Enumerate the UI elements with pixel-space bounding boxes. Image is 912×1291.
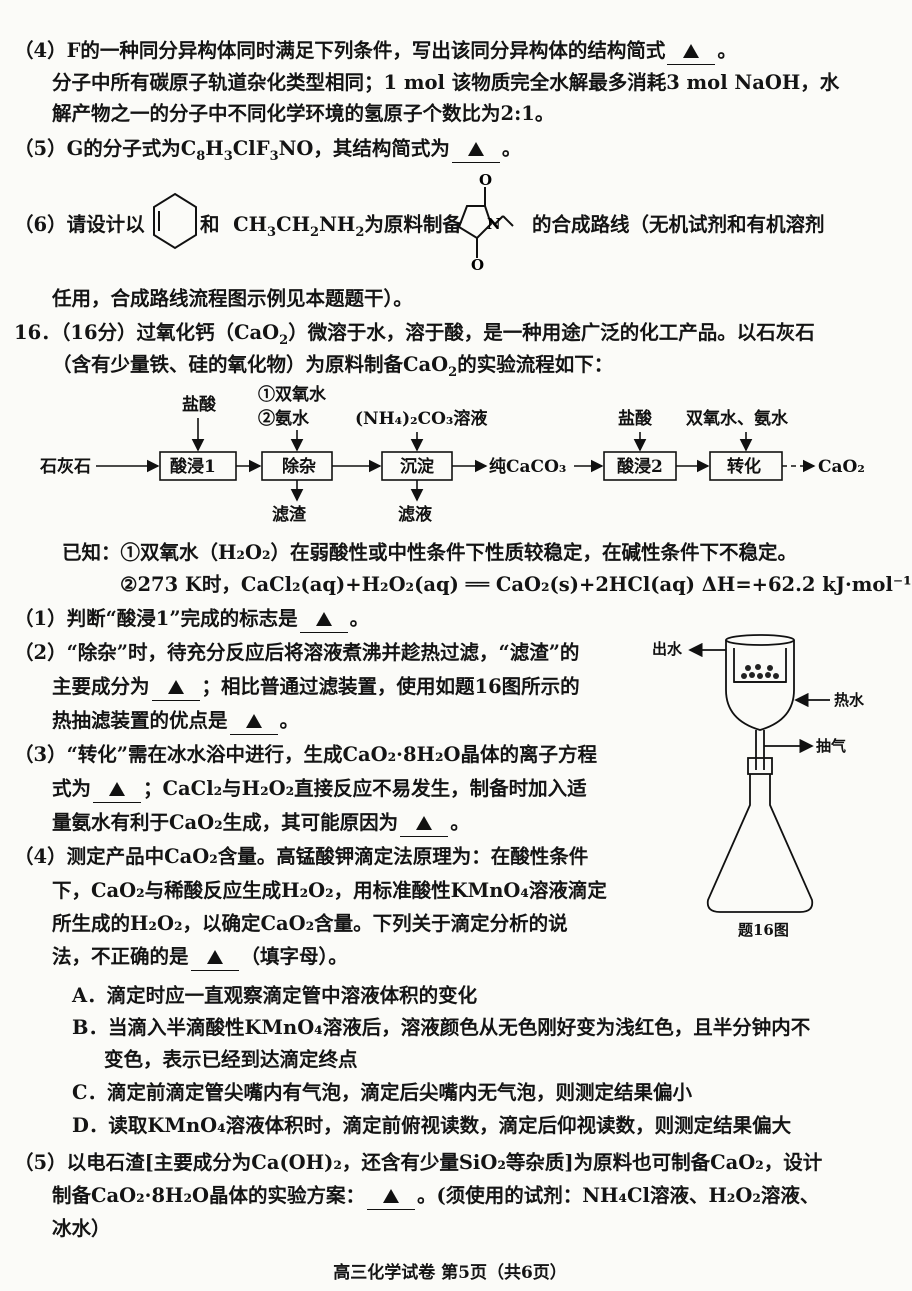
answer-blank-icon xyxy=(383,1189,399,1203)
option-d: D．读取KMnO₄溶液体积时，滴定前俯视读数，滴定后仰视读数，则测定结果偏大 xyxy=(72,1114,792,1137)
p2-line1: （2）“除杂”时，待充分反应后将溶液煮沸并趁热过滤，“滤渣”的 xyxy=(14,641,580,664)
flow-box2-label: 除杂 xyxy=(282,456,316,477)
p3-line1: （3）“转化”需在冰水浴中进行，生成CaO₂·8H₂O晶体的离子方程 xyxy=(14,743,597,766)
answer-blank-icon xyxy=(109,782,126,796)
q6-lead: （6）请设计以 xyxy=(14,213,145,236)
flow-start: 石灰石 xyxy=(39,456,91,477)
p4-line3: 所生成的H₂O₂，以确定CaO₂含量。下列关于滴定分析的说 xyxy=(52,912,568,935)
q16-line2: （含有少量铁、硅的氧化物）为原料制备CaO2的实验流程如下： xyxy=(52,353,614,380)
answer-blank-icon xyxy=(683,44,700,58)
option-b-line2: 变色，表示已经到达滴定终点 xyxy=(104,1048,358,1071)
p3-line3: 量氨水有利于CaO₂生成，其可能原因为。 xyxy=(52,810,470,837)
known-line1: 已知：①双氧水（H₂O₂）在弱酸性或中性条件下性质较稳定，在碱性条件下不稳定。 xyxy=(62,541,797,564)
p2-line2: 主要成分为；相比普通过滤装置，使用如题16图所示的 xyxy=(52,674,580,701)
oxygen-bottom-label: O xyxy=(471,256,484,274)
flow-box5-label: 转化 xyxy=(727,456,761,477)
p2-line3: 热抽滤装置的优点是。 xyxy=(52,708,299,735)
page-footer: 高三化学试卷 第5页（共6页） xyxy=(333,1263,567,1283)
p5-line2: 制备CaO₂·8H₂O晶体的实验方案：。(须使用的试剂：NH₄Cl溶液、H₂O₂… xyxy=(52,1183,819,1210)
flow-mid: 纯CaCO₃ xyxy=(489,456,566,477)
answer-blank-icon xyxy=(467,142,484,156)
flow-in5: 双氧水、氨水 xyxy=(686,408,789,429)
succinimide-structure: O O N xyxy=(457,171,514,274)
flow-in2b: ②氨水 xyxy=(258,408,310,429)
answer-blank-icon xyxy=(206,950,223,964)
flow-in3: (NH₄)₂CO₃溶液 xyxy=(355,408,487,429)
flow-out3: 滤液 xyxy=(398,504,432,525)
known-line2: ②273 K时，CaCl₂(aq)+H₂O₂(aq) ══ CaO₂(s)+2H… xyxy=(120,573,912,596)
answer-blank-icon xyxy=(416,816,433,830)
option-b-line1: B．当滴入半滴酸性KMnO₄溶液后，溶液颜色从无色刚好变为浅红色，且半分钟内不 xyxy=(72,1016,811,1039)
option-c: C．滴定前滴定管尖嘴内有气泡，滴定后尖嘴内无气泡，则测定结果偏小 xyxy=(72,1081,693,1104)
flow-box4-label: 酸浸2 xyxy=(617,456,663,477)
q5-line: （5）G的分子式为C8H3ClF3NO，其结构简式为。 xyxy=(14,137,522,164)
flow-box1-label: 酸浸1 xyxy=(170,456,216,477)
answer-blank-icon xyxy=(167,680,184,694)
answer-blank-icon xyxy=(315,612,332,626)
p5-line3: 冰水） xyxy=(52,1217,111,1240)
p4-line1: （4）测定产品中CaO₂含量。高锰酸钾滴定法原理为：在酸性条件 xyxy=(14,845,589,868)
q6-mid: 和 CH3CH2NH2为原料制备 xyxy=(200,213,462,240)
flow-in4: 盐酸 xyxy=(618,408,653,429)
flow-in1: 盐酸 xyxy=(182,394,217,415)
nitrogen-label: N xyxy=(487,215,501,233)
oxygen-top-label: O xyxy=(479,171,492,189)
flow-end: CaO₂ xyxy=(818,457,865,477)
flow-box3-label: 沉淀 xyxy=(400,456,435,477)
hot-suction-filter-figure: 出水 热水 抽气 题16图 xyxy=(652,634,865,939)
cyclohexene-structure xyxy=(153,192,197,250)
p5-line1: （5）以电石渣[主要成分为Ca(OH)₂，还含有少量SiO₂等杂质]为原料也可制… xyxy=(14,1151,823,1174)
answer-blank-icon xyxy=(245,714,262,728)
q4-line3: 解产物之一的分子中不同化学环境的氢原子个数比为2:1。 xyxy=(52,102,555,125)
flow-in2a: ①双氧水 xyxy=(258,384,327,405)
out-water-label: 出水 xyxy=(652,640,683,658)
option-a: A．滴定时应一直观察滴定管中溶液体积的变化 xyxy=(72,984,478,1007)
q4-line1: （4）F的一种同分异构体同时满足下列条件，写出该同分异构体的结构简式。 xyxy=(14,38,737,65)
flow-out2: 滤渣 xyxy=(272,504,307,525)
q6-tail: 的合成路线（无机试剂和有机溶剂 xyxy=(532,213,825,236)
p3-line2: 式为；CaCl₂与H₂O₂直接反应不易发生，制备时加入适 xyxy=(52,776,587,803)
q6-line2: 任用，合成路线流程图示例见本题题干）。 xyxy=(52,287,413,310)
q4-line2: 分子中所有碳原子轨道杂化类型相同；1 mol 该物质完全水解最多消耗3 mol … xyxy=(52,71,840,94)
p1-line: （1）判断“酸浸1”完成的标志是。 xyxy=(14,606,369,633)
figure-caption: 题16图 xyxy=(738,921,789,939)
process-flowchart: 石灰石 盐酸 ①双氧水 ②氨水 (NH₄)₂CO₃溶液 盐酸 双氧水、氨水 滤渣… xyxy=(39,384,865,525)
p4-line2: 下，CaO₂与稀酸反应生成H₂O₂，用标准酸性KMnO₄溶液滴定 xyxy=(52,879,607,902)
q16-line1: 16．（16分）过氧化钙（CaO2）微溶于水，溶于酸，是一种用途广泛的化工产品。… xyxy=(14,321,815,348)
p4-line4: 法，不正确的是（填字母）。 xyxy=(52,944,348,971)
suction-label: 抽气 xyxy=(816,737,846,755)
hot-water-label: 热水 xyxy=(834,691,865,709)
